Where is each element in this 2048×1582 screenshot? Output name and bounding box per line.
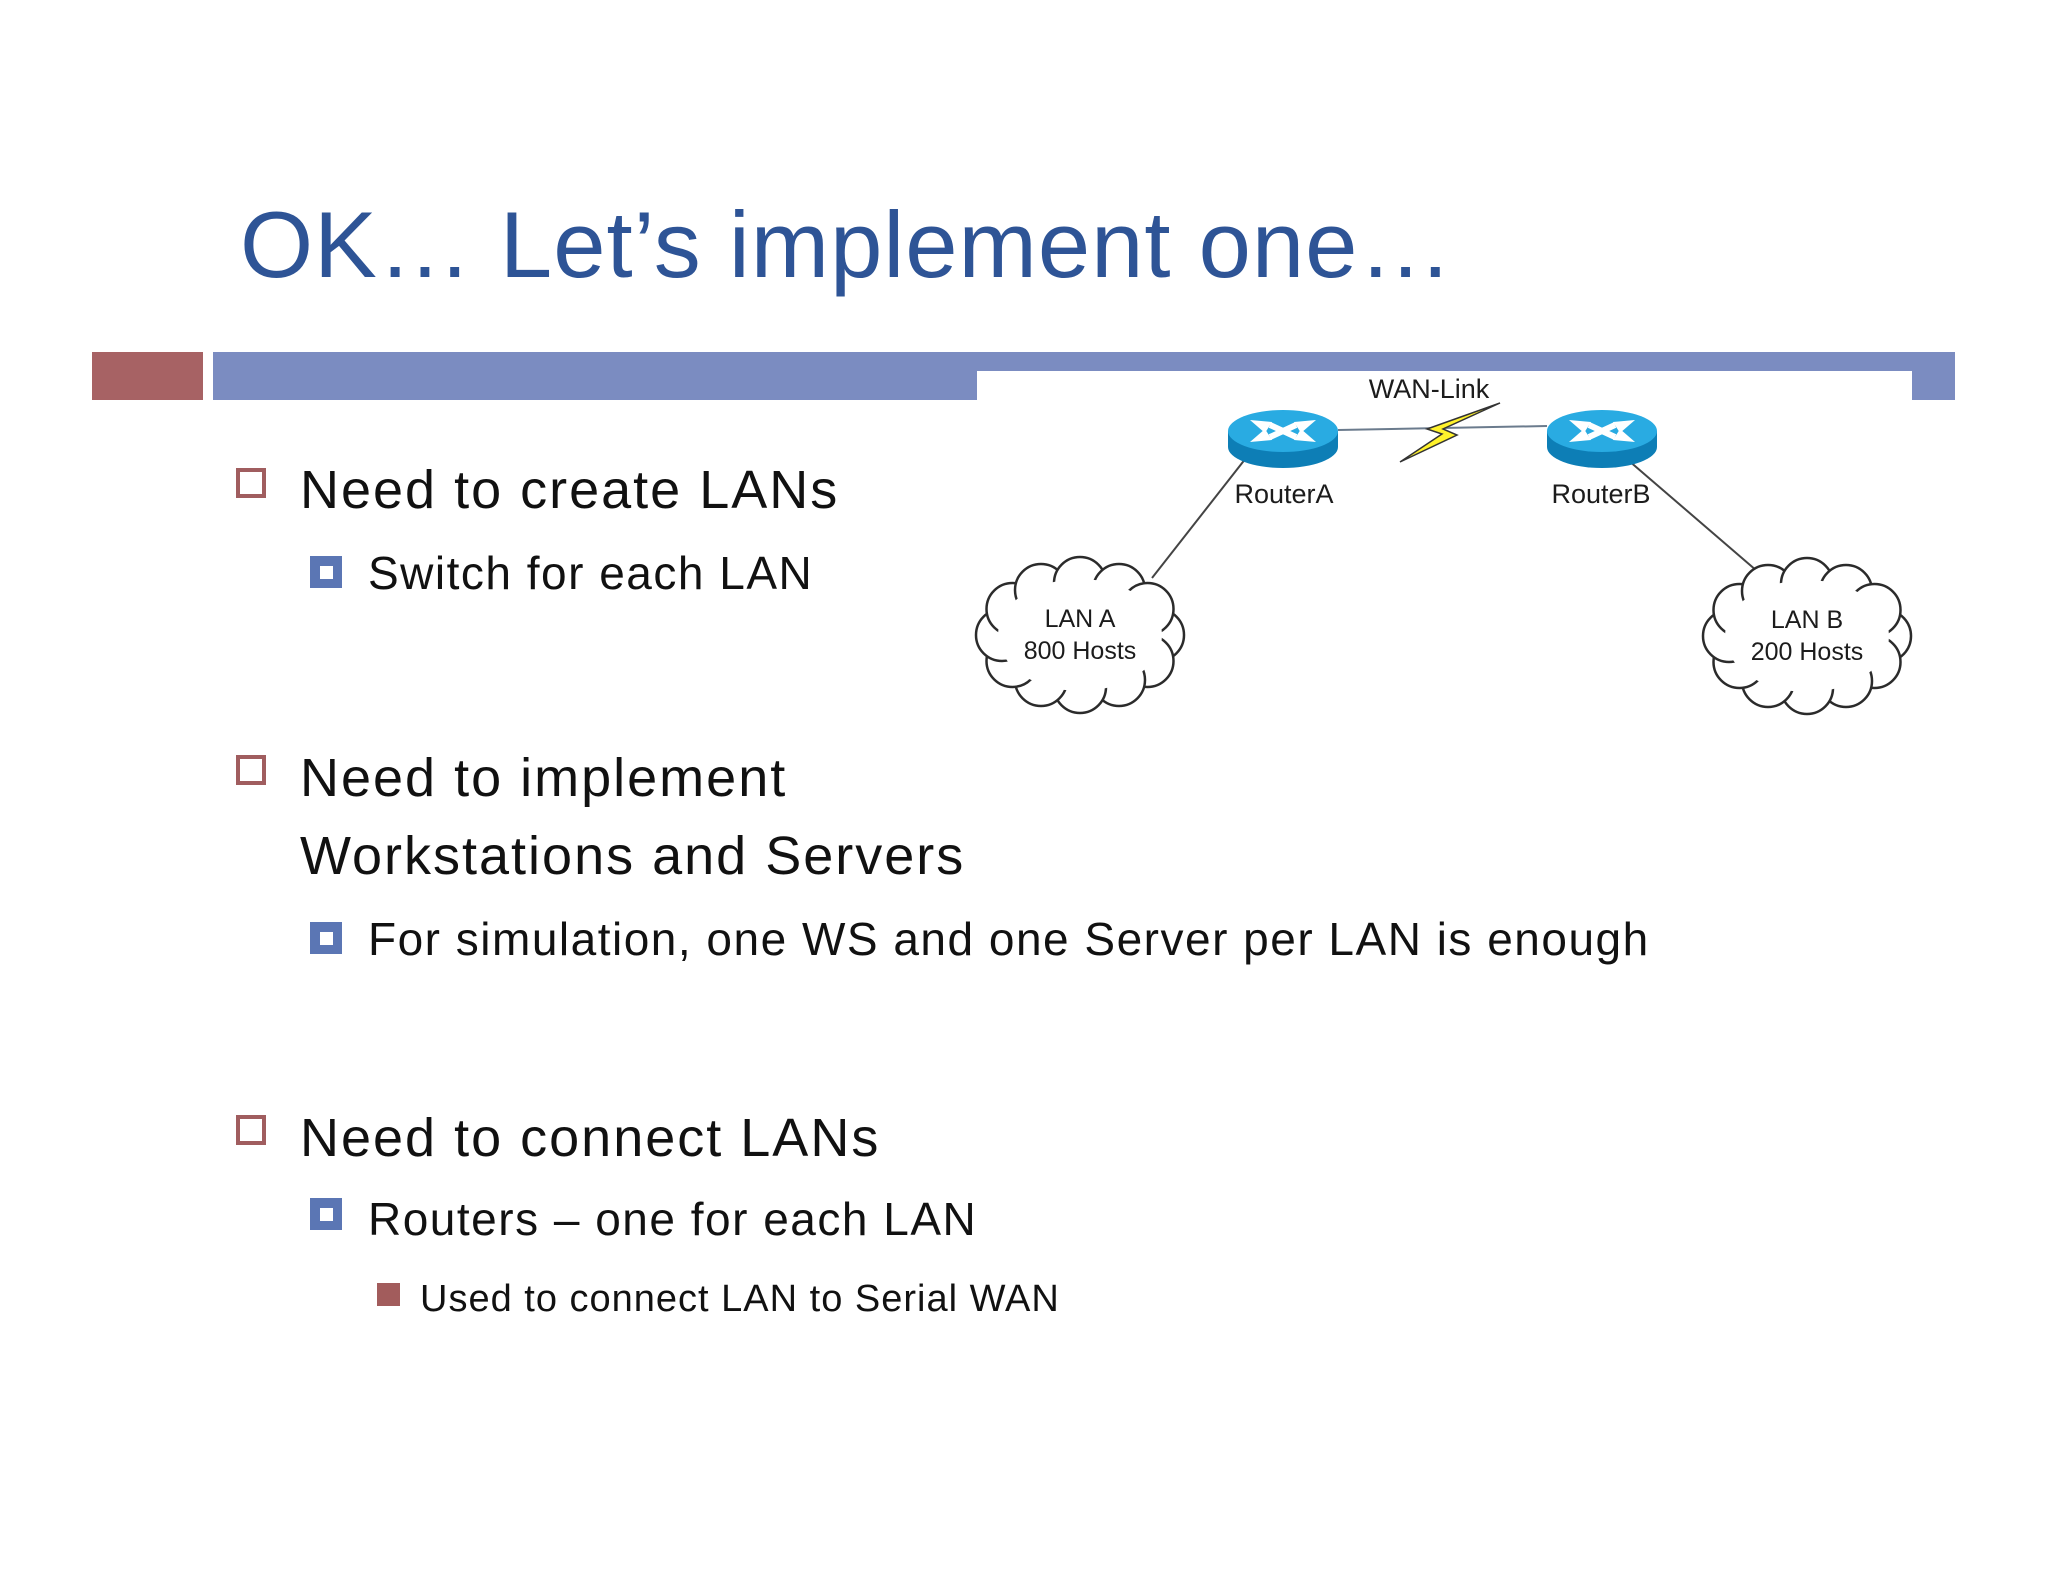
level2-bullet-icon: [310, 1198, 342, 1230]
network-diagram-panel: WAN-Link: [974, 371, 1913, 751]
lan-a-hosts: 800 Hosts: [1024, 637, 1137, 665]
lan-a-cloud: LAN A 800 Hosts: [974, 555, 1186, 715]
bullet-hole: [319, 931, 333, 945]
level1-bullet-icon: [236, 755, 266, 785]
bullet-item-1: Need to create LANs: [300, 460, 840, 520]
router-a-label: RouterA: [1234, 479, 1333, 509]
bullet-item-4: For simulation, one WS and one Server pe…: [368, 913, 1650, 965]
bullet-item-2: Switch for each LAN: [368, 547, 814, 599]
router-b-icon: [1547, 410, 1657, 468]
bullet-hole: [319, 1207, 333, 1221]
lan-a-name: LAN A: [1045, 605, 1116, 633]
level2-bullet-icon: [310, 556, 342, 588]
lan-b-name: LAN B: [1771, 606, 1843, 634]
lan-b-cloud: LAN B 200 Hosts: [1701, 556, 1913, 716]
level2-bullet-icon: [310, 922, 342, 954]
lan-b-hosts: 200 Hosts: [1751, 638, 1864, 666]
slide-title: OK… Let’s implement one…: [240, 192, 1454, 297]
router-b-label: RouterB: [1551, 479, 1650, 509]
level1-bullet-icon: [236, 468, 266, 498]
bullet-item-3: Need to implement Workstations and Serve…: [300, 748, 966, 886]
router-b-to-lan-b-line: [1627, 459, 1758, 572]
accent-bar-maroon-block: [92, 352, 203, 400]
wan-link-label: WAN-Link: [1369, 374, 1490, 404]
lightning-bolt-icon: [1399, 402, 1501, 463]
bullet-item-5: Need to connect LANs: [300, 1108, 881, 1168]
bullet-hole: [319, 565, 333, 579]
router-a-icon: [1228, 410, 1338, 468]
router-a-to-lan-a-line: [1151, 457, 1247, 579]
bullet-item-7: Used to connect LAN to Serial WAN: [420, 1278, 1060, 1320]
level3-bullet-icon: [377, 1283, 400, 1306]
bullet-item-6: Routers – one for each LAN: [368, 1193, 978, 1245]
level1-bullet-icon: [236, 1115, 266, 1145]
network-diagram: WAN-Link: [974, 374, 1913, 716]
